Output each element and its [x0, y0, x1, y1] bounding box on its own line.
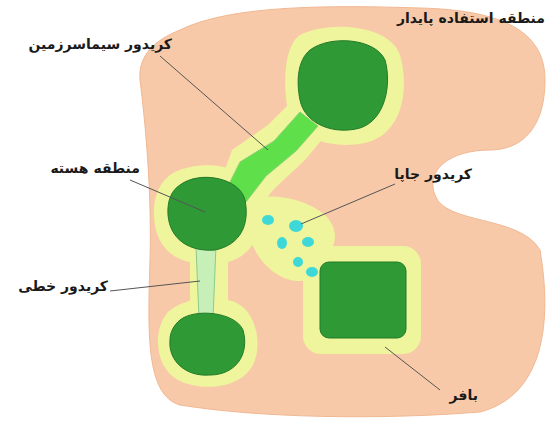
callout-label: کریدور جاپا	[394, 166, 472, 183]
leader-lines	[110, 56, 440, 390]
callout-label: بافر	[450, 387, 478, 404]
callout-label: منطقه استفاده پایدار	[397, 10, 545, 27]
core-zones	[168, 41, 406, 375]
stepping-stones	[262, 215, 318, 277]
callout-label: کریدور سیماسرزمین	[29, 36, 172, 53]
callout-label: منطقه هسته	[50, 160, 140, 177]
callout-label: کریدور خطی	[18, 278, 108, 295]
landscape-corridor	[225, 112, 318, 202]
sustainable-use-zone	[140, 7, 545, 417]
linear-corridor	[196, 246, 216, 318]
